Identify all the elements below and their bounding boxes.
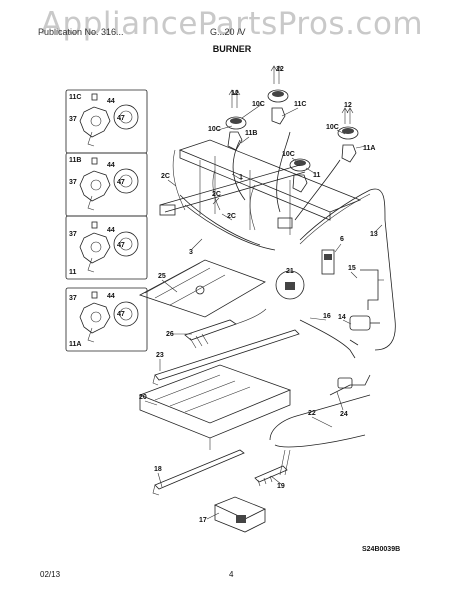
callout-13: 13: [370, 231, 378, 238]
callout-2c-c: 2C: [227, 213, 236, 220]
bracket-17: [213, 496, 266, 533]
rail-18: [152, 449, 245, 496]
callout-6: 6: [340, 236, 344, 243]
callout-21: 21: [286, 268, 294, 275]
callout-10c-c: 10C: [326, 124, 339, 131]
inset-11-47: 47: [117, 242, 125, 249]
callout-11b: 11B: [245, 130, 257, 137]
burner-frame: [159, 131, 362, 251]
manifold-22: [269, 374, 371, 476]
inset-11a-37: 37: [69, 295, 77, 302]
leader-lines: [144, 103, 383, 520]
inset-11c-47: 47: [117, 115, 125, 122]
burner-heads: [225, 65, 359, 193]
inset-11c-44: 44: [107, 98, 115, 105]
inset-11-44: 44: [107, 227, 115, 234]
page-title: BURNER: [212, 44, 252, 54]
callout-17: 17: [199, 517, 207, 524]
bracket-23: [152, 329, 300, 386]
inset-11a-label: 11A: [69, 341, 81, 348]
callout-23: 23: [156, 352, 164, 359]
igniter-19: [254, 465, 288, 487]
inset-11b: 11B 37 44 47: [65, 152, 148, 217]
callout-26: 26: [166, 331, 174, 338]
igniter-26: [184, 308, 267, 349]
callout-16: 16: [323, 313, 331, 320]
callout-18: 18: [154, 466, 162, 473]
part-21: [275, 270, 305, 300]
inset-11c-label: 11C: [69, 94, 81, 101]
callout-2c-b: 2C: [212, 191, 221, 198]
callout-20: 20: [139, 394, 147, 401]
inset-11c-37: 37: [69, 116, 77, 123]
heat-shield-25: [139, 259, 266, 318]
inset-11b-44: 44: [107, 162, 115, 169]
part-code: S24B0039B: [362, 546, 401, 553]
callout-11c: 11C: [294, 101, 306, 108]
callout-12a: 12: [276, 66, 284, 73]
burner-box-20: [138, 364, 292, 450]
inset-11a-44: 44: [107, 293, 115, 300]
inset-11c: 11C 37 44 47: [65, 89, 148, 154]
callout-1: 1: [239, 174, 243, 181]
model-number: G...20 /V: [210, 27, 246, 37]
callout-22: 22: [308, 410, 316, 417]
callout-11: 11: [313, 172, 321, 179]
callout-14: 14: [338, 314, 346, 321]
inset-11a: 11A 37 44 47: [65, 287, 148, 352]
inset-11: 11 37 44 47: [65, 215, 148, 280]
callout-10c-b: 10C: [208, 126, 221, 133]
inset-11b-47: 47: [117, 179, 125, 186]
regulator-14: [299, 315, 380, 359]
inset-11b-label: 11B: [69, 157, 81, 164]
callout-12b: 12: [231, 90, 239, 97]
callout-2c-a: 2C: [161, 173, 170, 180]
inset-11b-37: 37: [69, 179, 77, 186]
inset-11-37: 37: [69, 231, 77, 238]
inset-11-label: 11: [69, 269, 77, 276]
spark-module: [321, 249, 384, 310]
callout-10c-d: 10C: [282, 151, 295, 158]
callout-10c-a: 10C: [252, 101, 265, 108]
page-number: 4: [229, 570, 234, 579]
callout-labels: 12 12 12 10C 11C 10C 11B 10C 11A 10C 11 …: [139, 66, 378, 524]
callout-12c: 12: [344, 102, 352, 109]
callout-3: 3: [189, 249, 193, 256]
callout-11a: 11A: [363, 145, 375, 152]
gas-tube-13: [299, 188, 396, 351]
callout-15: 15: [348, 265, 356, 272]
footer-date: 02/13: [40, 570, 61, 579]
watermark: AppliancePartsPros.com: [40, 6, 424, 42]
inset-11a-47: 47: [117, 311, 125, 318]
publication-number: Publication No. 316...: [38, 27, 124, 37]
callout-24: 24: [340, 411, 348, 418]
callout-25: 25: [158, 273, 166, 280]
callout-19: 19: [277, 483, 285, 490]
